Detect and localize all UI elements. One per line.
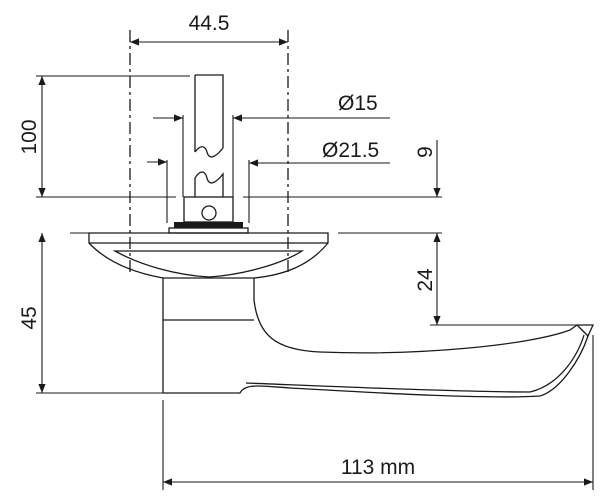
dimension-label: 45 <box>18 306 41 329</box>
dimension-collar-height: 9 <box>414 140 441 197</box>
lever <box>162 278 595 398</box>
dimension-label: 24 <box>414 268 437 292</box>
collar <box>168 196 249 234</box>
dimension-total-height: 45 <box>18 233 163 394</box>
dimension-label: 100 <box>18 119 41 154</box>
dimension-collar-diameter: Ø21.5 <box>147 139 390 223</box>
dimension-label: 113 mm <box>341 456 415 479</box>
dimension-spindle-length: 100 <box>18 75 442 198</box>
dimension-spindle-diameter: Ø15 <box>153 92 390 197</box>
spindle <box>194 74 224 197</box>
dimension-lever-offset: 24 <box>414 233 577 326</box>
dimension-label: Ø15 <box>338 92 378 115</box>
rose-plate <box>70 232 442 279</box>
dimension-lever-length: 113 mm <box>162 335 594 490</box>
dimension-label: 9 <box>414 146 437 158</box>
dimension-label: Ø21.5 <box>322 139 379 162</box>
dimension-rose-width: 44.5 <box>130 12 288 46</box>
dimension-label: 44.5 <box>189 12 230 35</box>
